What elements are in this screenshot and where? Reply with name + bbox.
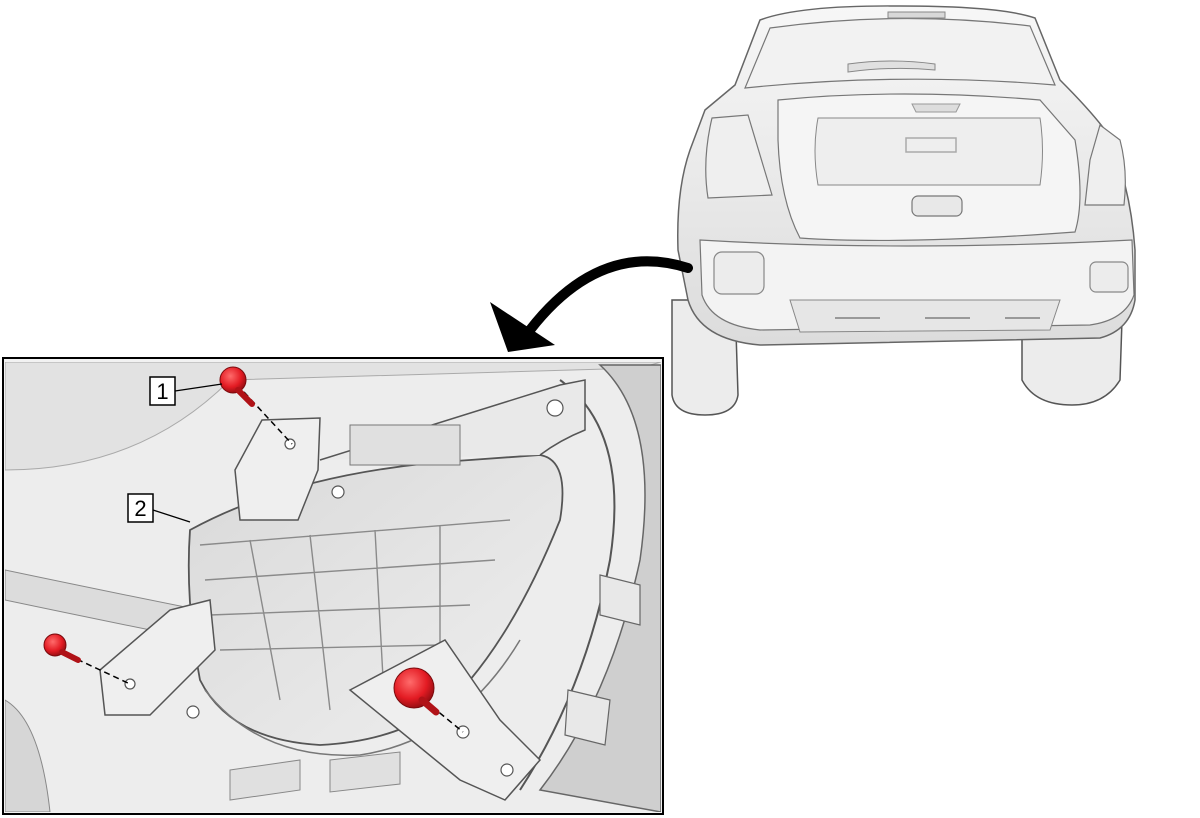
upper-bracket bbox=[234, 417, 321, 521]
left-tail-lamp bbox=[705, 114, 773, 199]
bumper-edge bbox=[5, 699, 51, 812]
right-tail-lamp bbox=[1084, 123, 1126, 206]
bowtie-emblem bbox=[911, 103, 961, 113]
wheel-well-edge bbox=[519, 379, 616, 791]
bottom-clips bbox=[229, 751, 401, 801]
screw-upper bbox=[219, 366, 255, 407]
rear-mud-flap bbox=[99, 379, 586, 801]
mud-flap-grid bbox=[199, 519, 511, 716]
right-rear-wheel bbox=[1021, 319, 1123, 406]
wiper bbox=[847, 60, 936, 73]
skid-plate bbox=[789, 299, 1061, 333]
detail-inset: 1 2 bbox=[2, 357, 664, 815]
callout-1: 1 bbox=[149, 376, 223, 406]
liner-clips bbox=[564, 574, 641, 746]
right-reflector bbox=[1089, 261, 1129, 293]
screw-lower bbox=[393, 667, 440, 716]
rear-window bbox=[744, 17, 1056, 89]
rear-badge bbox=[905, 137, 957, 153]
left-reflector bbox=[713, 251, 765, 295]
fastener-holes bbox=[124, 399, 564, 777]
location-arrow bbox=[490, 256, 693, 352]
screw-left bbox=[43, 633, 81, 663]
screws bbox=[43, 366, 440, 716]
callout-1-label: 1 bbox=[156, 379, 168, 404]
callout-2-label: 2 bbox=[134, 496, 146, 521]
vehicle-rear-view bbox=[671, 5, 1136, 416]
callout-2: 2 bbox=[127, 493, 191, 523]
wheel-well-liner bbox=[538, 364, 661, 812]
tailgate-handle bbox=[911, 195, 963, 217]
high-mount-brake-light bbox=[887, 11, 946, 19]
